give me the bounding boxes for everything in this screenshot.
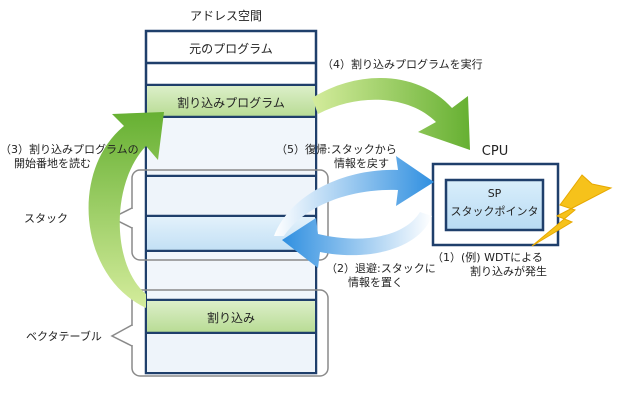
interrupt-program-label: 割り込みプログラム	[177, 96, 285, 110]
vector-table-bracket	[110, 289, 329, 377]
step1-label-line2: 割り込みが発生	[470, 265, 547, 278]
step3-label-line1: （3）割り込みプログラムの	[0, 143, 139, 156]
cpu-title: CPU	[481, 144, 509, 159]
stack-label: スタック	[24, 212, 68, 225]
step1-label-line1: （1）(例) WDTによる	[432, 251, 543, 264]
step2-label-line2: 情報を置く	[348, 276, 403, 289]
stack-pointer-label: スタックポインタ	[450, 205, 539, 218]
lightning-icon	[531, 174, 613, 247]
interrupt-entry-label: 割り込み	[206, 311, 255, 325]
interrupt-program-cell	[147, 86, 315, 116]
step5-label-line2: 情報を戻す	[334, 157, 389, 170]
step2-label-line1: （2）退避:スタックに	[326, 262, 436, 275]
step3-label-line2: 開始番地を読む	[14, 157, 91, 170]
original-program-label: 元のプログラム	[189, 42, 273, 56]
step4-label: （4）割り込みプログラムを実行	[322, 58, 483, 71]
step5-label-line1: （5）復帰:スタックから	[276, 143, 397, 156]
interrupt-vector-cell	[147, 301, 315, 332]
vector-table-label: ベクタテーブル	[26, 330, 102, 343]
sp-label: SP	[487, 187, 502, 200]
restore-arrow	[274, 156, 434, 236]
sp-register	[444, 178, 545, 232]
execute-arrow	[312, 77, 470, 150]
read-address-arrow	[88, 112, 164, 308]
stack-bracket	[110, 169, 329, 261]
address-space-title: アドレス空間	[190, 9, 263, 23]
save-arrow	[282, 212, 432, 268]
cpu-box	[431, 162, 560, 247]
